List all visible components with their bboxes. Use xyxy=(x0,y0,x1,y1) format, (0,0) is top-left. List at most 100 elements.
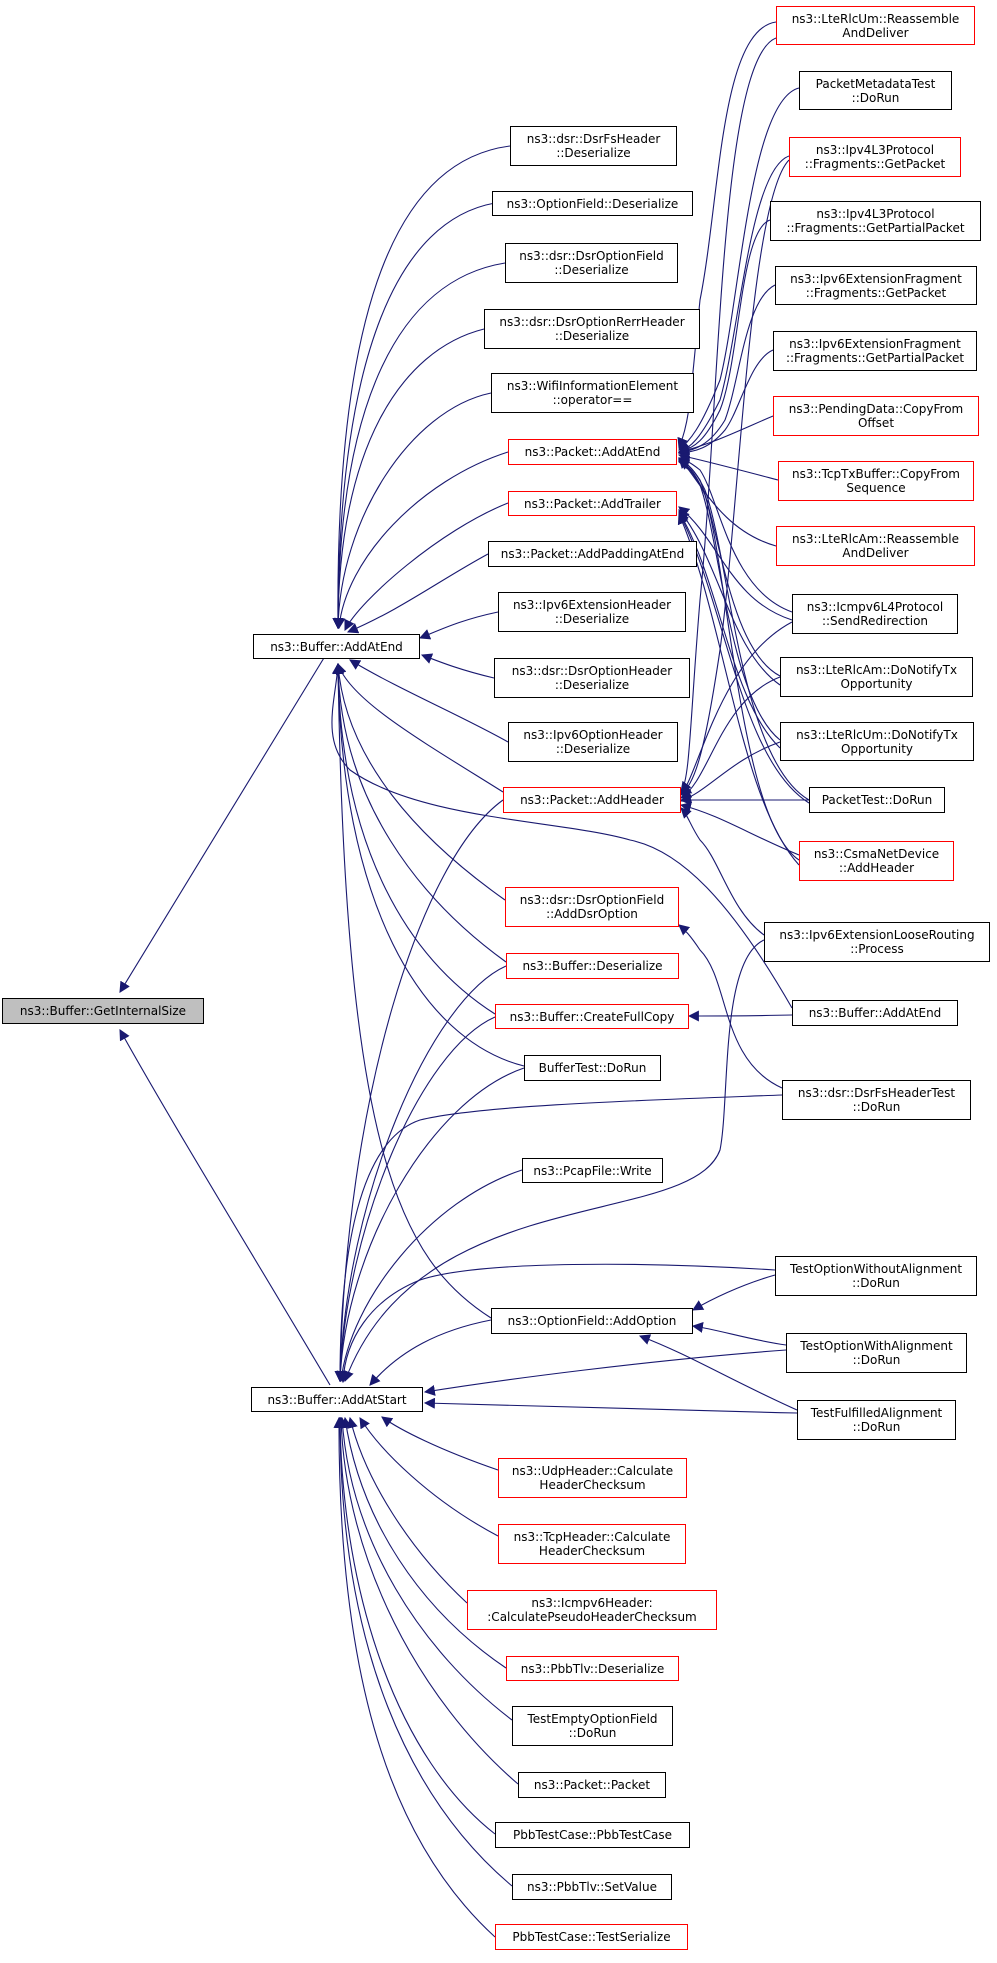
node-buffer-createfullcopy[interactable]: ns3::Buffer::CreateFullCopy xyxy=(495,1004,689,1029)
call-edge xyxy=(349,659,509,743)
node-dsrfsheadertest-dorun[interactable]: ns3::dsr::DsrFsHeaderTest::DoRun xyxy=(782,1080,971,1120)
node-pbbtlv-deserialize[interactable]: ns3::PbbTlv::Deserialize xyxy=(506,1656,679,1681)
call-edge xyxy=(678,511,781,749)
node-label-line: BufferTest::DoRun xyxy=(538,1061,647,1075)
node-label-line: ns3::Packet::AddTrailer xyxy=(524,496,661,511)
call-edge xyxy=(359,1417,499,1537)
node-packet-addatend[interactable]: ns3::Packet::AddAtEnd xyxy=(508,439,677,465)
node-ipv6extensionheader-deserialize[interactable]: ns3::Ipv6ExtensionHeader::Deserialize xyxy=(498,592,686,632)
node-label-line: ns3::dsr::DsrOptionField xyxy=(519,249,664,263)
node-label-line: ::Deserialize xyxy=(554,612,630,626)
node-label-line: Opportunity xyxy=(840,741,913,756)
node-label-line: ns3::PbbTlv::Deserialize xyxy=(520,1661,665,1676)
node-testoptionwithalignment-dorun[interactable]: TestOptionWithAlignment::DoRun xyxy=(786,1333,967,1373)
node-label-line: ns3::TcpHeader::Calculate xyxy=(513,1530,671,1544)
node-packet-addpaddingatend[interactable]: ns3::Packet::AddPaddingAtEnd xyxy=(488,541,697,567)
node-icmpv6l4protocol-sendredirection[interactable]: ns3::Icmpv6L4Protocol::SendRedirection xyxy=(792,594,958,634)
node-csmanetdevice-addheader[interactable]: ns3::CsmaNetDevice::AddHeader xyxy=(799,841,954,881)
node-ipv6extensionlooserouting-process[interactable]: ns3::Ipv6ExtensionLooseRouting::Process xyxy=(764,922,990,962)
node-label-line: ::operator== xyxy=(552,393,633,407)
node-optionfield-addoption[interactable]: ns3::OptionField::AddOption xyxy=(491,1308,693,1334)
node-label-line: TestOptionWithAlignment xyxy=(800,1339,953,1353)
node-icmpv6header-calculatepseudoheaderchecksum[interactable]: ns3::Icmpv6Header::CalculatePseudoHeader… xyxy=(467,1590,717,1630)
node-dsrfsheader-deserialize[interactable]: ns3::dsr::DsrFsHeader::Deserialize xyxy=(510,126,677,166)
call-edge xyxy=(680,676,781,799)
node-pbbtestcase-pbbtestcase[interactable]: PbbTestCase::PbbTestCase xyxy=(495,1822,690,1848)
call-edge xyxy=(678,509,781,686)
node-buffertest-dorun[interactable]: BufferTest::DoRun xyxy=(524,1055,661,1081)
node-label-line: AndDeliver xyxy=(842,25,909,40)
call-edge xyxy=(334,1416,496,1835)
call-edge xyxy=(677,21,777,450)
call-edge xyxy=(677,219,771,455)
call-edge xyxy=(678,458,781,677)
node-label-line: ::Deserialize xyxy=(555,742,631,756)
node-pbbtestcase-testserialize[interactable]: PbbTestCase::TestSerialize xyxy=(495,1924,688,1950)
node-dsroptionheader-deserialize[interactable]: ns3::dsr::DsrOptionHeader::Deserialize xyxy=(494,658,690,698)
node-ipv4l3protocol-fragments-getpacket[interactable]: ns3::Ipv4L3Protocol::Fragments::GetPacke… xyxy=(789,137,961,177)
node-buffer-deserialize[interactable]: ns3::Buffer::Deserialize xyxy=(506,953,679,979)
node-testfulfilledalignment-dorun[interactable]: TestFulfilledAlignment::DoRun xyxy=(797,1400,956,1440)
node-label-line: ns3::Buffer::AddAtEnd xyxy=(270,639,403,654)
node-label-line: ns3::Buffer::GetInternalSize xyxy=(19,1004,187,1018)
node-dsroptionfield-adddsroption[interactable]: ns3::dsr::DsrOptionField::AddDsrOption xyxy=(505,887,679,927)
node-label-line: TestFulfilledAlignment xyxy=(810,1406,943,1420)
node-packet-packet[interactable]: ns3::Packet::Packet xyxy=(518,1772,666,1798)
node-dsroptionfield-deserialize[interactable]: ns3::dsr::DsrOptionField::Deserialize xyxy=(505,243,678,283)
node-ipv6extensionfragment-fragments-getpartialpacket[interactable]: ns3::Ipv6ExtensionFragment::Fragments::G… xyxy=(773,331,977,371)
node-label-line: TestEmptyOptionField xyxy=(527,1712,658,1726)
node-testemptyoptionfield-dorun[interactable]: TestEmptyOptionField::DoRun xyxy=(512,1706,673,1746)
node-packet-addtrailer[interactable]: ns3::Packet::AddTrailer xyxy=(508,491,677,516)
node-wifiinformationelement-operator[interactable]: ns3::WifiInformationElement::operator== xyxy=(491,373,694,413)
call-edge xyxy=(334,965,507,1383)
call-edge xyxy=(680,37,777,793)
call-edge xyxy=(334,799,504,1383)
node-packetmetadatatest-dorun[interactable]: PacketMetadataTest::DoRun xyxy=(799,71,952,110)
node-label-line: ns3::Icmpv6Header: xyxy=(531,1596,653,1610)
node-label-line: ns3::Packet::AddAtEnd xyxy=(524,445,661,459)
node-label-line: ns3::LteRlcAm::DoNotifyTx xyxy=(795,663,958,677)
call-edge xyxy=(334,1416,513,1887)
node-ipv4l3protocol-fragments-getpartialpacket[interactable]: ns3::Ipv4L3Protocol::Fragments::GetParti… xyxy=(770,201,981,241)
node-buffer-addatstart[interactable]: ns3::Buffer::AddAtStart xyxy=(251,1387,423,1412)
node-testoptionwithoutalignment-dorun[interactable]: TestOptionWithoutAlignment::DoRun xyxy=(775,1256,977,1296)
node-label-line: ns3::Packet::AddPaddingAtEnd xyxy=(500,547,685,561)
node-label-line: ns3::Ipv6ExtensionHeader xyxy=(512,598,672,612)
node-label-line: ::DoRun xyxy=(851,90,900,105)
call-edge xyxy=(341,1416,507,1669)
call-edge xyxy=(334,451,509,630)
node-packettest-dorun[interactable]: PacketTest::DoRun xyxy=(809,787,945,813)
node-buffer-addatend[interactable]: ns3::Buffer::AddAtEnd xyxy=(253,634,420,659)
call-edge xyxy=(423,1349,787,1396)
call-edge xyxy=(678,87,800,451)
node-label-line: Offset xyxy=(857,416,895,430)
node-label-line: ::AddDsrOption xyxy=(546,907,638,921)
node-packet-addheader[interactable]: ns3::Packet::AddHeader xyxy=(503,787,681,813)
node-label-line: ::SendRedirection xyxy=(821,614,929,628)
node-buffer-addatend-caller[interactable]: ns3::Buffer::AddAtEnd xyxy=(792,1000,958,1026)
node-label-line: ns3::OptionField::Deserialize xyxy=(506,196,679,211)
node-dsroptionrerrheader-deserialize[interactable]: ns3::dsr::DsrOptionRerrHeader::Deseriali… xyxy=(484,309,700,349)
call-edge xyxy=(687,1010,793,1022)
node-pbbtlv-setvalue[interactable]: ns3::PbbTlv::SetValue xyxy=(512,1874,672,1900)
node-pcapfile-write[interactable]: ns3::PcapFile::Write xyxy=(522,1158,663,1183)
call-edge xyxy=(369,1319,492,1386)
node-ipv6extensionfragment-fragments-getpacket[interactable]: ns3::Ipv6ExtensionFragment::Fragments::G… xyxy=(775,266,977,305)
node-ipv6optionheader-deserialize[interactable]: ns3::Ipv6OptionHeader::Deserialize xyxy=(508,722,678,762)
node-label-line: ns3::OptionField::AddOption xyxy=(507,1314,677,1328)
call-edge xyxy=(680,807,765,936)
node-label-line: ns3::Buffer::CreateFullCopy xyxy=(509,1009,675,1024)
node-optionfield-deserialize[interactable]: ns3::OptionField::Deserialize xyxy=(492,191,693,216)
node-label-line: ns3::Packet::Packet xyxy=(533,1778,651,1792)
node-label-line: ::Fragments::GetPartialPacket xyxy=(786,221,965,235)
call-edge xyxy=(337,1263,776,1384)
node-buffer-getinternalsize[interactable]: ns3::Buffer::GetInternalSize xyxy=(2,998,204,1024)
